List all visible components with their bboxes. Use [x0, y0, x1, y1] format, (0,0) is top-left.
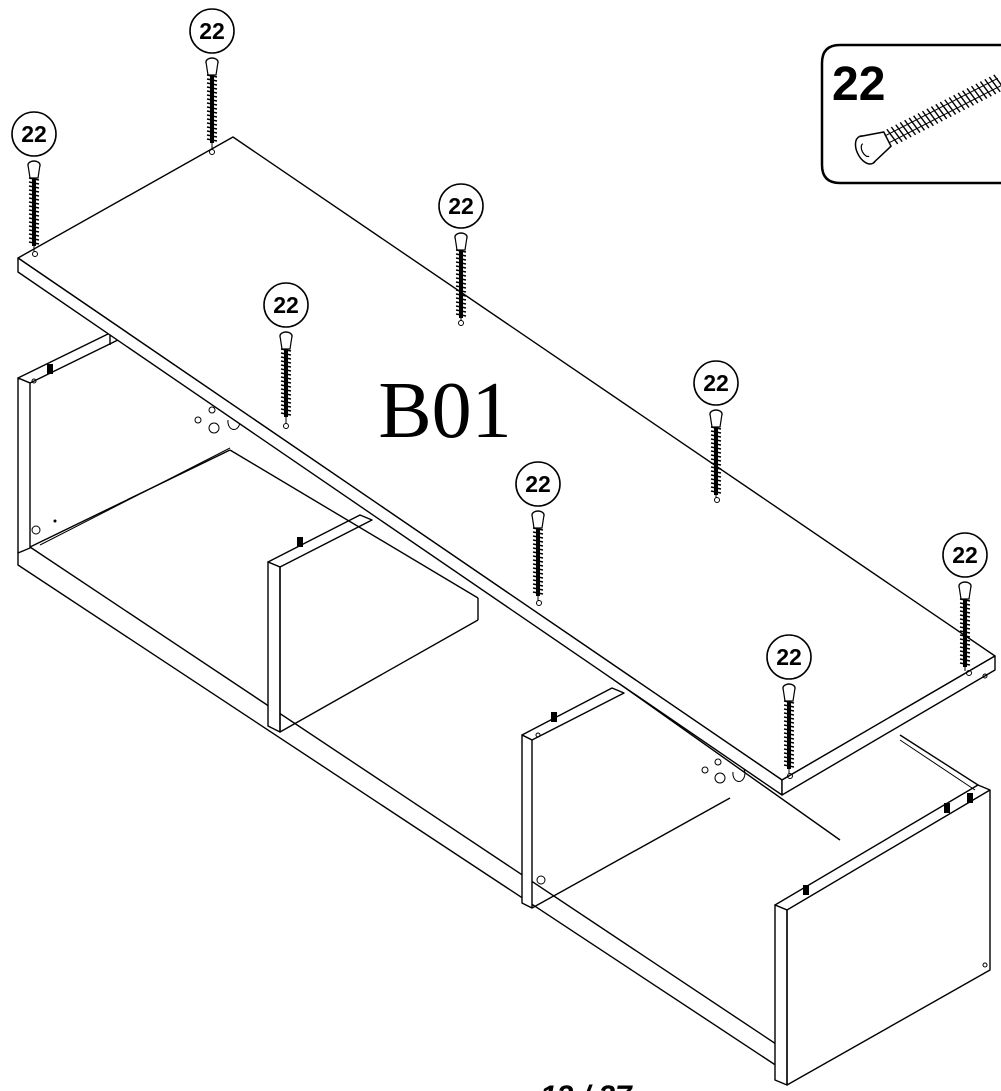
screw-callout: 22	[189, 8, 235, 150]
callout-label: 22	[952, 542, 978, 568]
callout-label: 22	[199, 18, 225, 44]
callout-circle	[263, 282, 309, 328]
screw-callout: 22	[11, 111, 57, 252]
screw-neck	[205, 61, 219, 76]
callout-circle	[942, 532, 988, 578]
screw-neck	[709, 413, 723, 428]
callout-label: 22	[703, 370, 729, 396]
screw-neck	[782, 687, 796, 702]
cabinet-body	[17, 332, 991, 1086]
screw-neck	[531, 514, 545, 529]
screw-callout: 22	[515, 461, 561, 601]
top-panel-b01	[17, 136, 996, 796]
screw-core	[536, 528, 540, 596]
screw-core	[787, 701, 791, 769]
back-edge-left	[229, 449, 479, 599]
screw-neck	[27, 164, 41, 179]
screw-core	[714, 427, 718, 495]
right-side-panel	[774, 734, 991, 1086]
callout-label: 22	[525, 471, 551, 497]
callout-label: 22	[448, 193, 474, 219]
screw-neck	[279, 335, 293, 350]
screw-callout: 22	[693, 360, 739, 498]
screw-core	[210, 75, 214, 143]
screw-callout: 22	[942, 532, 988, 671]
callout-circle	[438, 183, 484, 229]
screw-callout: 22	[263, 282, 309, 424]
part-legend: 22	[820, 43, 1001, 185]
callout-circle	[766, 634, 812, 680]
divider-panel-2	[521, 687, 746, 909]
screw-core	[459, 250, 463, 318]
screw-core	[284, 349, 288, 417]
screw-neck	[958, 585, 972, 600]
callout-label: 22	[776, 644, 802, 670]
callout-label: 22	[273, 292, 299, 318]
callout-circle	[693, 360, 739, 406]
legend-part-number: 22	[832, 58, 885, 111]
callout-circle	[11, 111, 57, 157]
screw-icon	[854, 74, 1001, 165]
panel-label-b01: B01	[378, 367, 511, 455]
callout-circle	[189, 8, 235, 54]
page-number: 13 / 27	[540, 1080, 633, 1091]
divider-panel-1	[267, 514, 479, 733]
screw-core	[32, 178, 36, 246]
screw-neck	[454, 236, 468, 251]
callout-circle	[515, 461, 561, 507]
callout-label: 22	[21, 121, 47, 147]
screw-callout: 22	[766, 634, 812, 774]
screw-core	[963, 599, 967, 667]
screw-callout: 22	[438, 183, 484, 321]
screw-callouts: 22 22 22 22 22 22 22 22	[11, 8, 988, 774]
